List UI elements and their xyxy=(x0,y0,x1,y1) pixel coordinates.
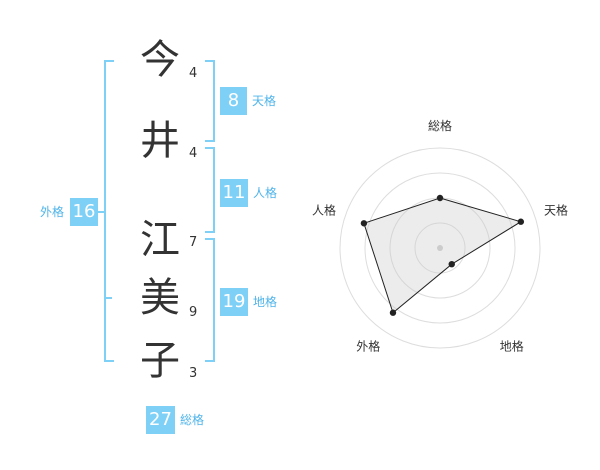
name-char-5: 子 xyxy=(140,338,180,384)
stroke-count-1: 4 xyxy=(189,66,198,81)
radar-label-地格: 地格 xyxy=(500,339,524,354)
radar-ring-4 xyxy=(339,147,541,349)
chikaku-label: 地格 xyxy=(253,295,278,309)
stroke-count-2: 4 xyxy=(189,146,198,161)
tenkaku-value: 8 xyxy=(220,87,247,115)
soukaku-value: 27 xyxy=(146,406,175,434)
gaikaku-value: 16 xyxy=(70,198,98,226)
gaikaku-bracket-tick xyxy=(96,211,104,213)
radar-point-人格 xyxy=(360,220,368,227)
stroke-count-5: 3 xyxy=(189,366,198,381)
radar-point-地格 xyxy=(448,260,455,268)
radar-label-天格: 天格 xyxy=(544,202,568,217)
gaikaku-bracket-split xyxy=(104,297,112,299)
stroke-count-4: 9 xyxy=(189,305,198,320)
tenkaku-bracket xyxy=(205,60,215,142)
soukaku-label: 総格 xyxy=(180,413,205,427)
jinkaku-label: 人格 xyxy=(253,186,278,200)
radar-label-総格: 総格 xyxy=(428,118,452,133)
gaikaku-bracket xyxy=(104,60,114,362)
radar-label-外格: 外格 xyxy=(356,339,380,354)
name-char-2: 井 xyxy=(140,118,180,164)
name-char-4: 美 xyxy=(140,275,180,321)
radar-point-総格 xyxy=(436,194,444,202)
gaikaku-label: 外格 xyxy=(40,205,65,219)
jinkaku-value: 11 xyxy=(220,179,248,207)
stroke-count-3: 7 xyxy=(189,235,198,250)
radar-point-外格 xyxy=(389,309,397,316)
name-char-1: 今 xyxy=(140,37,180,83)
tenkaku-label: 天格 xyxy=(252,94,277,108)
jinkaku-bracket xyxy=(205,147,215,233)
radar-label-人格: 人格 xyxy=(312,202,336,217)
chikaku-value: 19 xyxy=(220,288,248,316)
name-char-3: 江 xyxy=(140,217,180,263)
chikaku-bracket xyxy=(205,238,215,362)
radar-ring-1 xyxy=(414,222,466,274)
radar-area xyxy=(363,197,523,314)
radar-point-天格 xyxy=(517,218,525,225)
radar-ring-3 xyxy=(364,172,516,324)
radar-center-dot xyxy=(437,245,443,251)
